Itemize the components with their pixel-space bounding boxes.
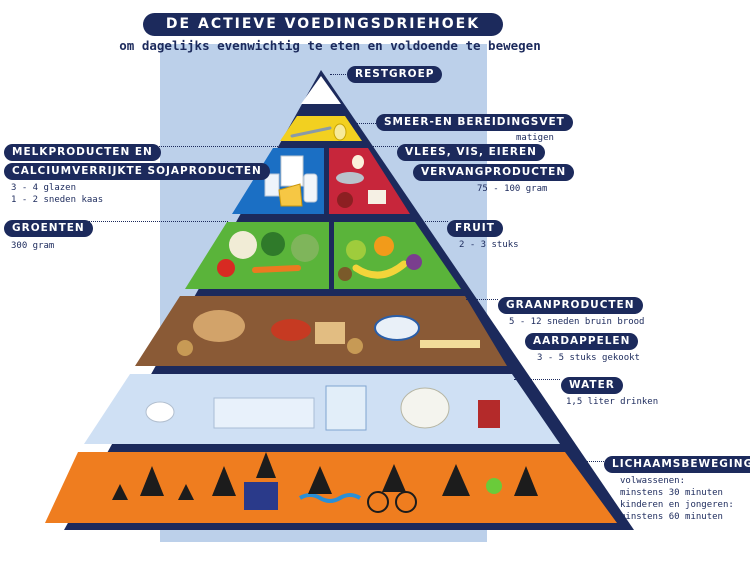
note-melk-1: 3 - 4 glazen: [11, 183, 77, 193]
crackers-icon: [315, 322, 345, 344]
tomato-icon: [217, 259, 235, 277]
leader-fruit: [416, 221, 448, 222]
stairs-icon: [244, 482, 278, 510]
mascot-swimming-icon: [308, 466, 332, 494]
leader-beweging: [572, 461, 604, 462]
note-water: 1,5 liter drinken: [566, 397, 659, 407]
leader-smeer: [354, 123, 376, 124]
teapot-icon: [400, 387, 450, 429]
note-graan: 5 - 12 sneden bruin brood: [509, 317, 645, 327]
mascot-small-icon: [178, 484, 194, 500]
page-subtitle: om dagelijks evenwichtig te eten en vold…: [119, 38, 541, 53]
ball-icon: [486, 478, 502, 494]
note-vlees: 75 - 100 gram: [477, 184, 548, 194]
mascot-dancing-icon: [442, 464, 470, 496]
note-beweging-3: kinderen en jongeren:: [620, 500, 734, 510]
leader-melk: [150, 146, 280, 147]
label-beweging: LICHAAMSBEWEGING: [604, 456, 750, 473]
mascot-running-icon: [212, 466, 236, 496]
pyramid-tier-water: [84, 374, 560, 444]
note-smeer: matigen: [516, 133, 554, 143]
label-vlees: VLEES, VIS, EIEREN: [397, 144, 545, 161]
tofu-icon: [368, 190, 386, 204]
waves-icon: [298, 493, 362, 503]
mascot-cycling-icon: [382, 464, 406, 492]
leader-vlees: [366, 146, 398, 147]
grapes-icon: [406, 254, 422, 270]
butter-knife-icon: [290, 126, 332, 138]
bicycle-icon: [367, 491, 389, 513]
milk-carton-icon: [280, 155, 304, 187]
coffee-cup-icon: [145, 401, 175, 423]
page-title: DE ACTIEVE VOEDINGSDRIEHOEK: [143, 13, 503, 36]
note-groenten: 300 gram: [11, 241, 55, 251]
meat-icon: [337, 192, 353, 208]
cheese-icon: [278, 183, 303, 207]
egg-icon: [352, 155, 364, 169]
mascot-walking-icon: [140, 466, 164, 496]
apple-icon: [346, 240, 366, 260]
potato-icon: [177, 340, 193, 356]
tea-glass-icon: [478, 400, 500, 428]
oil-bottle-icon: [333, 123, 347, 141]
note-beweging-1: volwassenen:: [620, 476, 686, 486]
label-fruit: FRUIT: [447, 220, 503, 237]
label-water: WATER: [561, 377, 623, 394]
label-groenten: GROENTEN: [4, 220, 93, 237]
rice-bowl-icon: [271, 319, 311, 341]
carrot-icon: [252, 265, 301, 273]
bread-icon: [193, 310, 245, 342]
leader-water: [514, 379, 560, 380]
pyramid-tier-restgroep: [301, 76, 341, 104]
pasta-bowl-icon: [374, 315, 420, 341]
mascot-stairs-icon: [256, 452, 276, 478]
fish-icon: [336, 172, 364, 184]
pasta-icon: [420, 340, 480, 348]
label-vervang: VERVANGPRODUCTEN: [413, 164, 575, 181]
label-melk-2: CALCIUMVERRIJKTE SOJAPRODUCTEN: [4, 163, 270, 180]
leader-groenten: [84, 221, 228, 222]
label-graan: GRAANPRODUCTEN: [498, 297, 643, 314]
leader-restgroep: [330, 74, 348, 75]
label-smeer: SMEER-EN BEREIDINGSVET: [376, 114, 573, 131]
potato-icon: [347, 338, 363, 354]
note-melk-2: 1 - 2 sneden kaas: [11, 195, 104, 205]
leader-graan: [466, 299, 498, 300]
water-glasses-icon: [213, 397, 315, 429]
note-beweging-4: minstens 60 minuten: [620, 512, 723, 522]
cabbage-icon: [291, 234, 319, 262]
milk-bottle-icon: [303, 173, 318, 203]
glass-milk-icon: [264, 173, 280, 197]
broccoli-icon: [261, 232, 285, 256]
banana-icon: [352, 260, 408, 279]
mascot-small-icon: [112, 484, 128, 500]
water-jug-icon: [325, 385, 367, 431]
kiwi-icon: [338, 267, 352, 281]
note-fruit: 2 - 3 stuks: [459, 240, 519, 250]
note-aardappelen: 3 - 5 stuks gekookt: [537, 353, 640, 363]
cauliflower-icon: [229, 231, 257, 259]
label-restgroep: RESTGROEP: [347, 66, 443, 83]
label-melk-1: MELKPRODUCTEN EN: [4, 144, 161, 161]
mascot-kicking-icon: [514, 466, 538, 496]
pyramid-tier-beweging: [45, 452, 617, 523]
label-aardappelen: AARDAPPELEN: [525, 333, 639, 350]
orange-icon: [374, 236, 394, 256]
note-beweging-2: minstens 30 minuten: [620, 488, 723, 498]
